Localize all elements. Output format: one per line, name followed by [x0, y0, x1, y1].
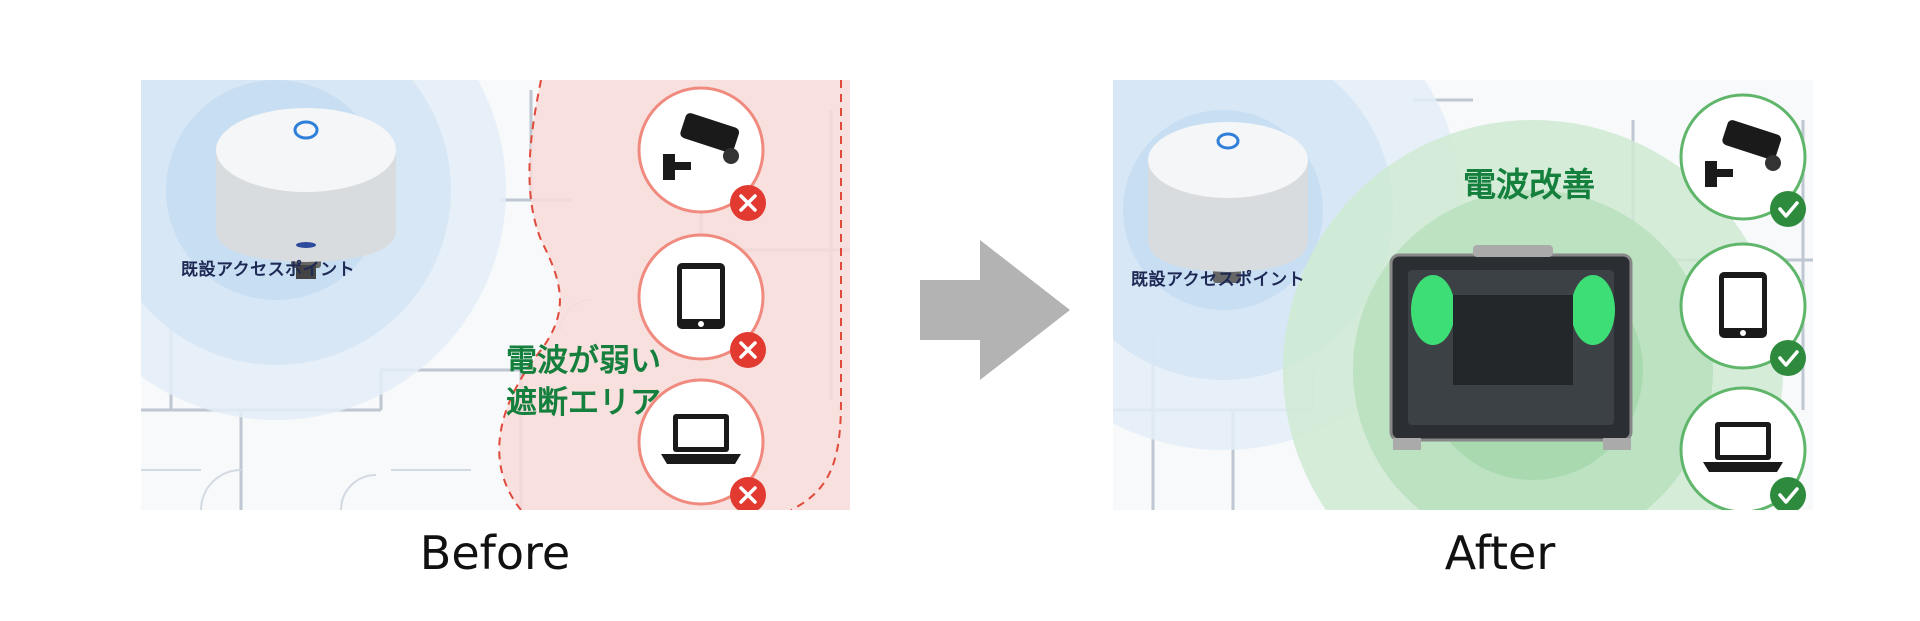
cross-icon: [730, 185, 766, 221]
device-camera: [637, 86, 766, 221]
check-icon: [1770, 340, 1806, 376]
outdoor-access-point-icon: [1389, 245, 1633, 450]
tablet-icon: [677, 263, 725, 329]
laptop-icon: [661, 414, 741, 464]
device-camera: [1679, 93, 1807, 227]
after-caption: After: [1444, 526, 1556, 580]
device-tablet: [637, 233, 766, 368]
before-devices: [637, 86, 766, 510]
check-icon: [1770, 191, 1806, 227]
cross-icon: [730, 332, 766, 368]
device-laptop: [1679, 386, 1807, 510]
improved-zone-label: 電波改善: [1463, 165, 1595, 204]
access-point-icon: [1148, 122, 1308, 283]
security-camera-icon: [1705, 120, 1782, 187]
cross-icon: [730, 477, 766, 510]
weak-zone-label: 電波が弱い 遮断エリア: [506, 340, 661, 424]
before-caption: Before: [419, 526, 571, 580]
weak-zone-label-line1: 電波が弱い: [506, 343, 661, 379]
weak-zone-label-line2: 遮断エリア: [506, 385, 661, 421]
device-tablet: [1679, 242, 1807, 376]
after-panel: 既設アクセスポイント 電波改善: [1113, 80, 1813, 510]
before-panel: 既設アクセスポイント 電波が弱い 遮断エリア: [141, 80, 850, 510]
tablet-icon: [1719, 272, 1767, 338]
laptop-icon: [1703, 422, 1783, 472]
access-point-icon: [216, 108, 396, 279]
device-laptop: [637, 378, 766, 510]
security-camera-icon: [663, 113, 740, 180]
after-floorplan: [1113, 80, 1813, 510]
ap-label: 既設アクセスポイント: [181, 260, 356, 280]
check-icon: [1770, 477, 1806, 510]
ap-label: 既設アクセスポイント: [1131, 270, 1306, 290]
arrow-right-icon: [920, 240, 1070, 380]
